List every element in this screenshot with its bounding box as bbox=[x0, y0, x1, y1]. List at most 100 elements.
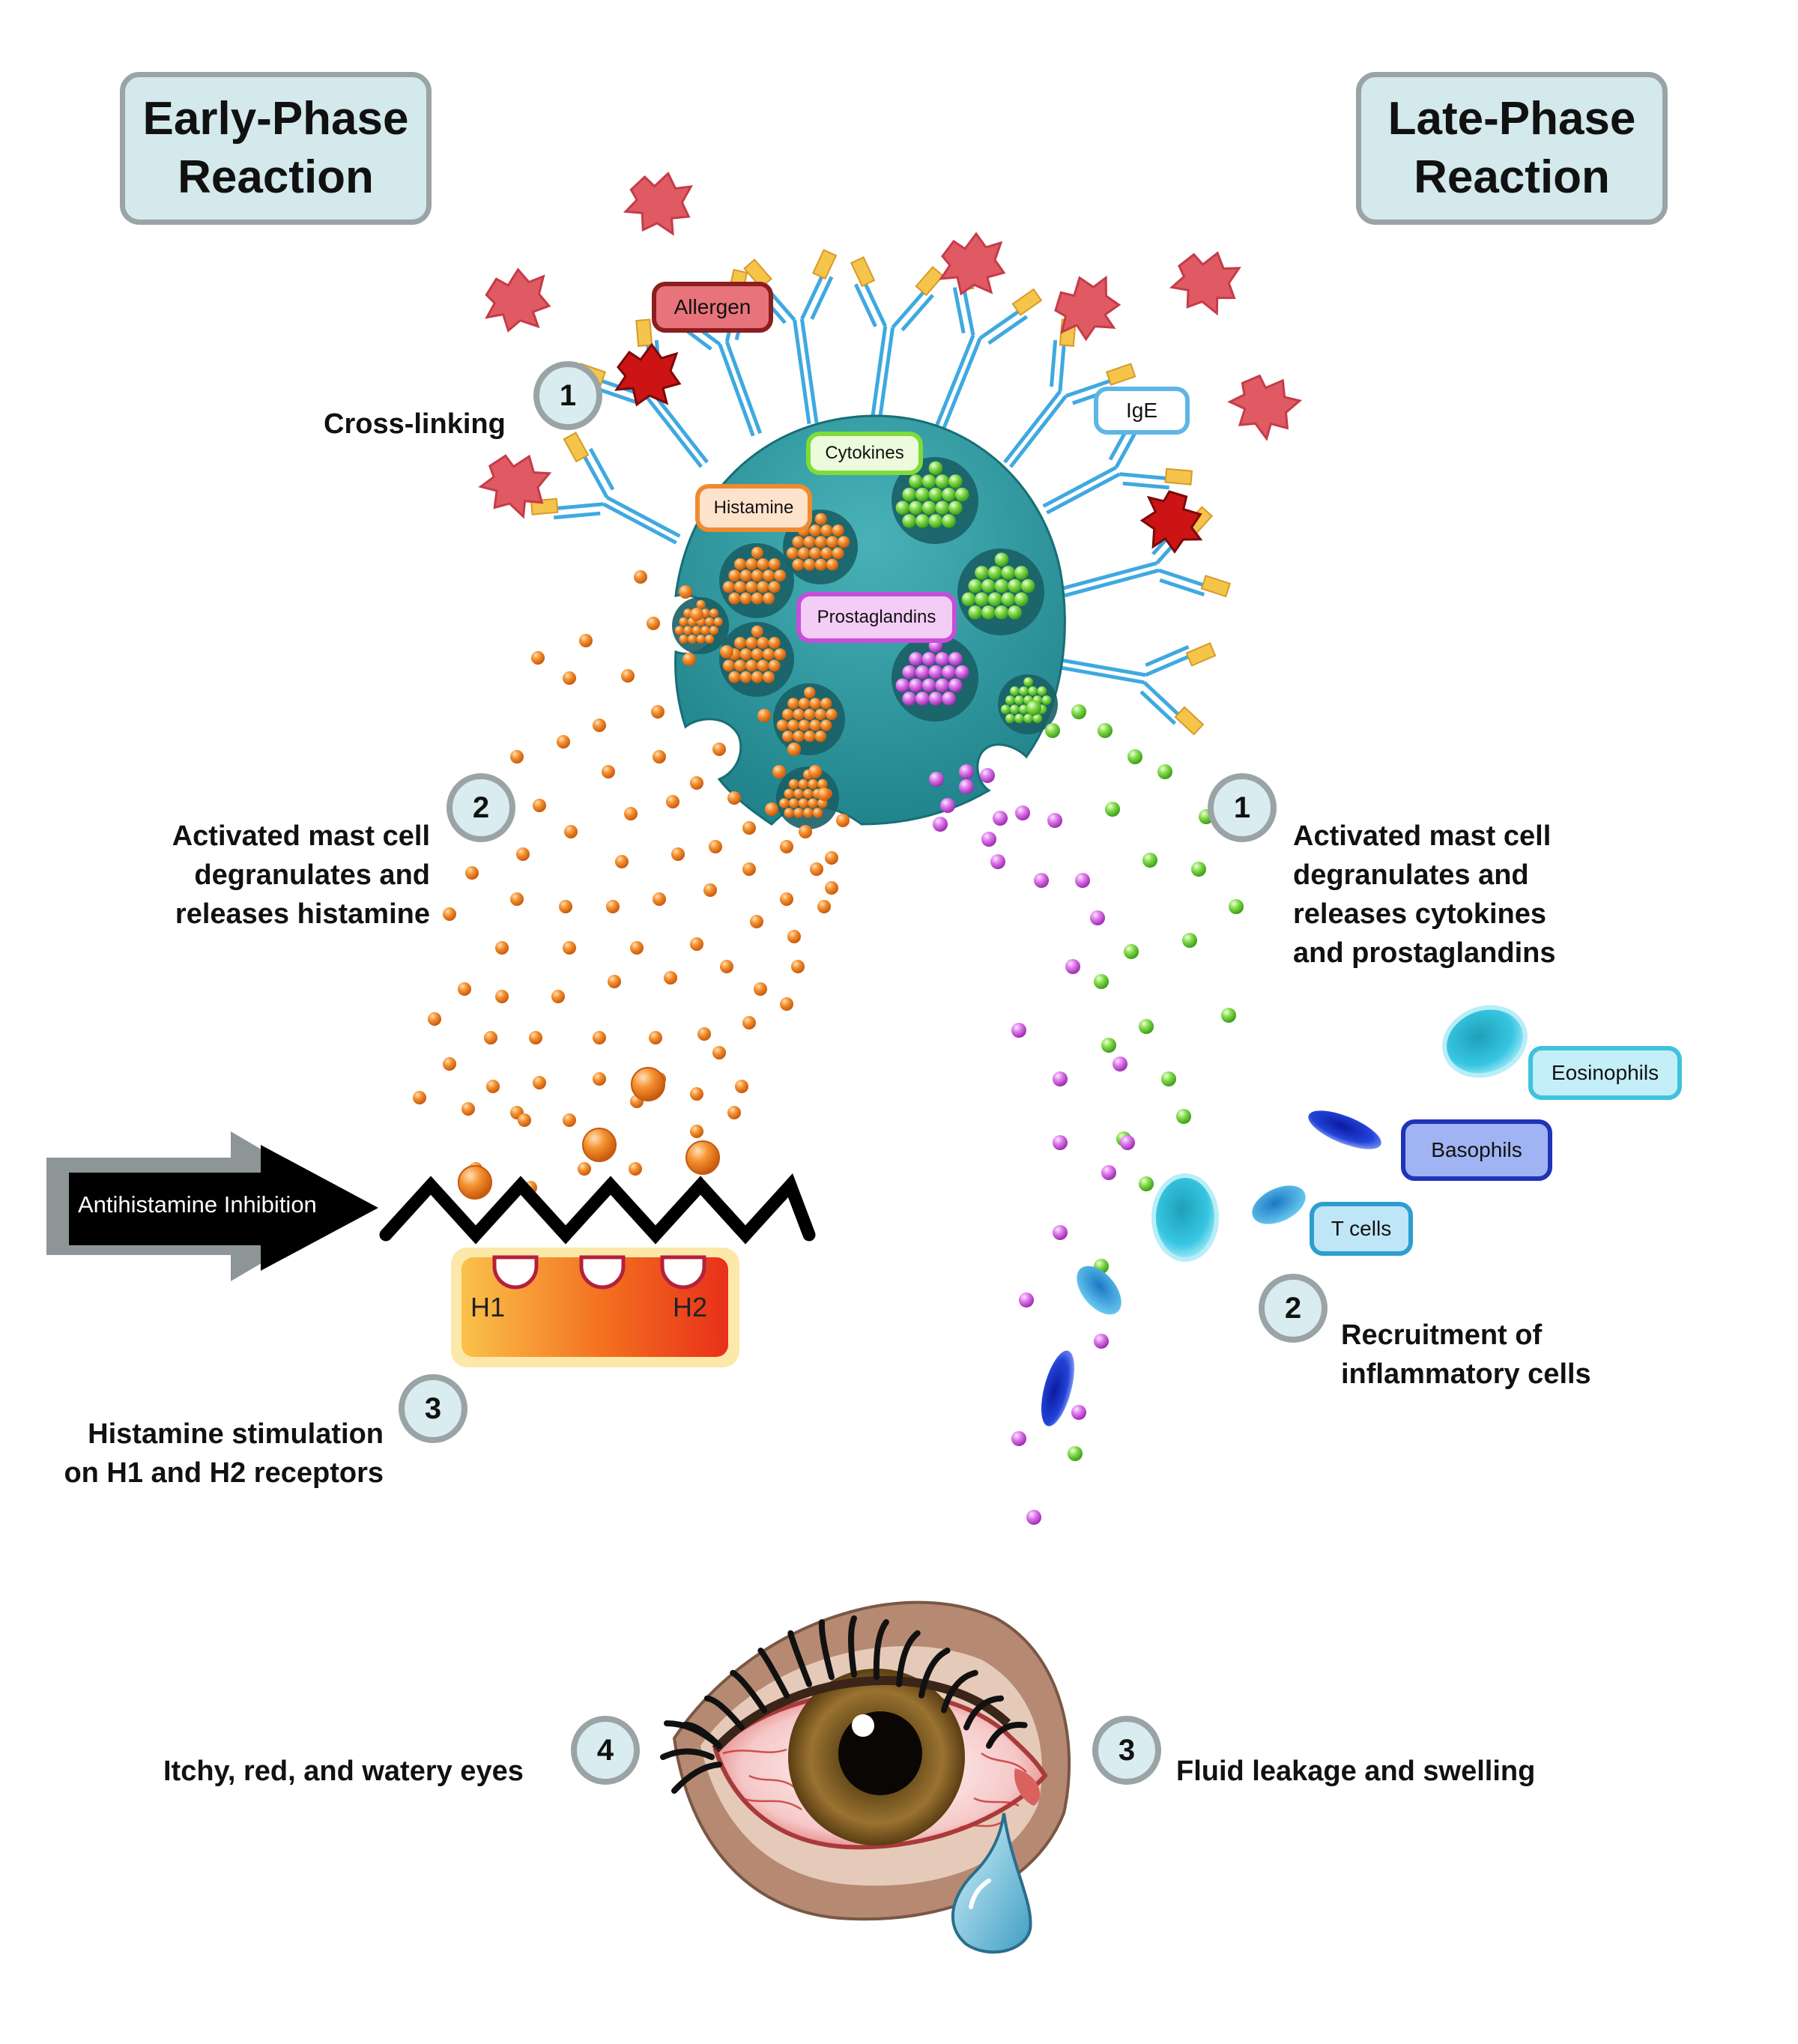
histamine-particle bbox=[495, 941, 509, 955]
histamine-particle bbox=[727, 1106, 741, 1119]
cytokine-particle bbox=[1101, 1038, 1116, 1053]
histamine-particle bbox=[593, 719, 606, 732]
histamine-particle bbox=[510, 892, 524, 906]
histamine-particle bbox=[742, 821, 756, 835]
basophils-label: Basophils bbox=[1401, 1119, 1552, 1181]
histamine-particle bbox=[727, 791, 741, 805]
histamine-particle bbox=[629, 1162, 642, 1176]
histamine-particle bbox=[750, 915, 763, 928]
granule-cluster bbox=[719, 622, 794, 697]
prostaglandin-particle bbox=[1026, 1510, 1041, 1525]
late-step-1-text: Activated mast cell degranulates and rel… bbox=[1293, 820, 1556, 969]
histamine-molecule bbox=[582, 1128, 617, 1162]
histamine-particle bbox=[742, 862, 756, 876]
granule-cluster bbox=[957, 548, 1044, 635]
histamine-particle bbox=[810, 862, 823, 876]
histamine-particle bbox=[529, 1031, 542, 1044]
early-phase-header: Early-Phase Reaction bbox=[120, 72, 432, 225]
histamine-particle bbox=[754, 982, 767, 996]
histamine-particle bbox=[634, 570, 647, 584]
cytokine-particle bbox=[1176, 1109, 1191, 1124]
histamine-particle bbox=[780, 997, 793, 1011]
histamine-particle bbox=[458, 982, 471, 996]
early-step-3-text: Histamine stimulation on H1 and H2 recep… bbox=[64, 1418, 384, 1489]
histamine-particle bbox=[690, 1125, 703, 1138]
prostaglandin-particle bbox=[1053, 1071, 1068, 1086]
histamine-particle bbox=[709, 840, 722, 853]
cytokine-particle bbox=[1127, 749, 1142, 764]
histamine-particle bbox=[593, 1072, 606, 1086]
histamine-particle bbox=[486, 1080, 500, 1093]
prostaglandin-particle bbox=[1053, 1135, 1068, 1150]
cytokine-particle bbox=[1229, 899, 1244, 914]
histamine-particle bbox=[787, 930, 801, 943]
prostaglandin-particle bbox=[1071, 1405, 1086, 1420]
eye bbox=[660, 1600, 1071, 1954]
histamine-particle bbox=[615, 855, 629, 868]
histamine-particle bbox=[647, 617, 660, 630]
histamine-particle bbox=[664, 971, 677, 985]
histamine-particle bbox=[413, 1091, 426, 1104]
eyelash bbox=[848, 1615, 857, 1678]
prostaglandin-particle bbox=[1120, 1135, 1135, 1150]
histamine-particle bbox=[602, 765, 615, 778]
histamine-particle bbox=[624, 807, 638, 820]
ige-antibody bbox=[1062, 506, 1232, 598]
eosinophils-label: Eosinophils bbox=[1528, 1046, 1682, 1100]
histamine-particle bbox=[765, 802, 778, 816]
late-step-2-text: Recruitment of inflammatory cells bbox=[1341, 1319, 1591, 1390]
histamine-particle bbox=[649, 1031, 662, 1044]
eyelash bbox=[873, 1619, 889, 1681]
prostaglandins-label: Prostaglandins bbox=[796, 592, 957, 643]
prostaglandin-particle bbox=[940, 798, 955, 813]
histamine-molecule bbox=[631, 1067, 665, 1101]
allergen-shape bbox=[1169, 251, 1241, 316]
early-step-3-number: 3 bbox=[399, 1374, 467, 1443]
cytokine-particle bbox=[1191, 862, 1206, 877]
ige-antibody bbox=[530, 432, 681, 545]
early-step-4-text: Itchy, red, and watery eyes bbox=[163, 1756, 524, 1787]
allergen-shape bbox=[1054, 275, 1122, 342]
prostaglandin-particle bbox=[1053, 1225, 1068, 1240]
histamine-particle bbox=[825, 851, 838, 865]
eyelash bbox=[941, 1669, 978, 1714]
prostaglandin-particle bbox=[1094, 1334, 1109, 1349]
allergen-shape bbox=[614, 342, 682, 407]
granule-cluster bbox=[672, 597, 729, 654]
histamine-particle bbox=[772, 765, 786, 778]
prostaglandin-particle bbox=[959, 764, 974, 779]
early-step-1-text: Cross-linking bbox=[324, 408, 506, 440]
histamine-label: Histamine bbox=[695, 484, 812, 532]
prostaglandin-particle bbox=[1019, 1292, 1034, 1307]
histamine-particle bbox=[563, 941, 576, 955]
t-cells-label: T cells bbox=[1310, 1202, 1413, 1256]
eyelash bbox=[703, 1695, 745, 1731]
cytokine-particle bbox=[1124, 944, 1139, 959]
histamine-particle bbox=[690, 776, 703, 790]
eyelash bbox=[918, 1647, 951, 1699]
late-step-3-number: 3 bbox=[1092, 1716, 1161, 1785]
eyelash bbox=[660, 1748, 715, 1760]
allergen-shape bbox=[1139, 490, 1203, 554]
histamine-particle bbox=[651, 705, 665, 719]
antihistamine-label: Antihistamine Inhibition bbox=[78, 1191, 317, 1218]
histamine-particle bbox=[666, 795, 679, 808]
eyelash bbox=[671, 1762, 722, 1794]
prostaglandin-particle bbox=[959, 779, 974, 794]
prostaglandin-particle bbox=[1075, 873, 1090, 888]
eyelash bbox=[757, 1647, 790, 1699]
histamine-particle bbox=[461, 1102, 475, 1116]
histamine-particle bbox=[825, 881, 838, 895]
prostaglandin-particle bbox=[981, 832, 996, 847]
histamine-particle bbox=[791, 960, 805, 973]
early-step-4-number: 4 bbox=[571, 1716, 640, 1785]
ige-label: IgE bbox=[1094, 387, 1190, 435]
late-phase-header: Late-Phase Reaction bbox=[1356, 72, 1668, 225]
histamine-particle bbox=[712, 743, 726, 756]
allergen-shape bbox=[478, 454, 552, 519]
ige-antibody bbox=[1055, 642, 1217, 736]
eyelash bbox=[963, 1695, 1005, 1731]
prostaglandin-particle bbox=[1034, 873, 1049, 888]
cytokine-particle bbox=[1142, 853, 1157, 868]
histamine-particle bbox=[780, 840, 793, 853]
